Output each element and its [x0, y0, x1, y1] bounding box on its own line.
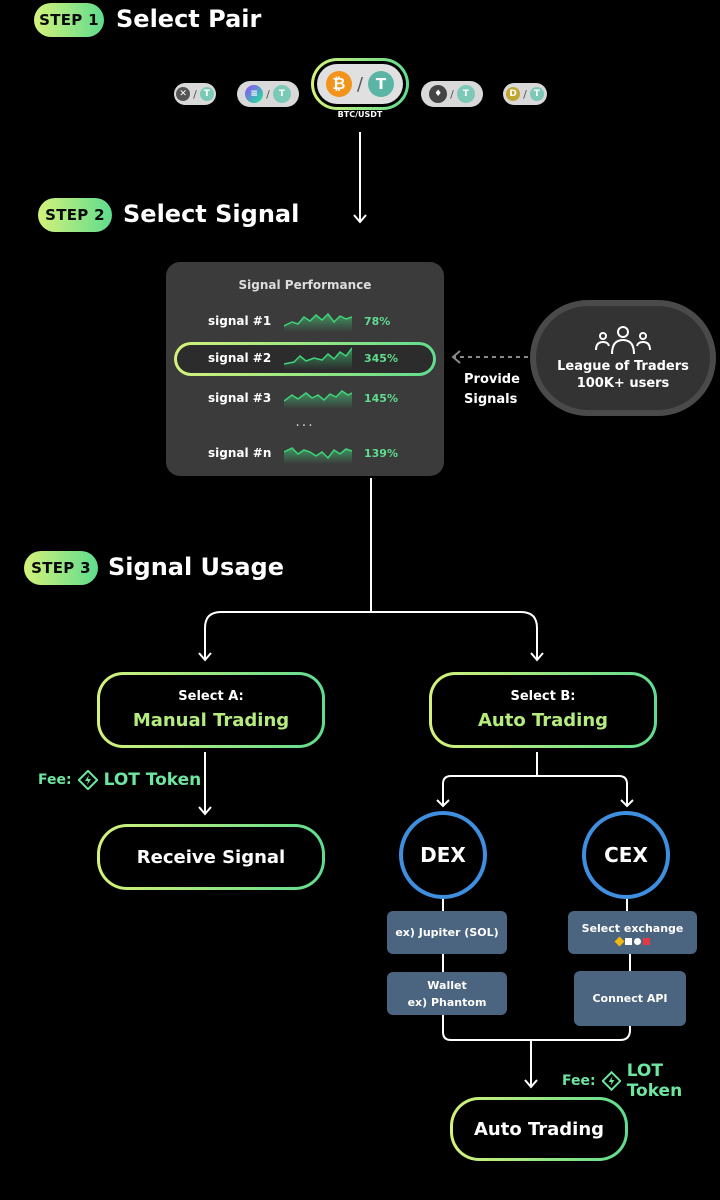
- cex-connect-api-box[interactable]: Connect API: [574, 971, 686, 1026]
- bybit-icon: [633, 938, 641, 945]
- selected-pair-label: BTC/USDT: [337, 110, 383, 119]
- step1-title: Select Pair: [116, 5, 262, 33]
- step3-title: Signal Usage: [108, 553, 284, 581]
- signal-percent: 145%: [364, 391, 398, 405]
- league-users: 100K+ users: [576, 376, 670, 391]
- pair-btc-usdt-selected[interactable]: ₿ / T: [311, 58, 409, 110]
- auto-trading-final-label: Auto Trading: [473, 1118, 605, 1140]
- cex-circle[interactable]: CEX: [582, 811, 670, 899]
- auto-trading-final-box[interactable]: Auto Trading: [450, 1097, 628, 1161]
- pair-separator: /: [356, 73, 364, 95]
- sparkline: [284, 447, 352, 464]
- cex-select-exchange-box[interactable]: Select exchange: [568, 911, 697, 954]
- usdt-icon: T: [529, 87, 544, 101]
- eth-icon: ♦: [429, 85, 448, 103]
- doge-icon: D: [506, 87, 521, 101]
- fee-manual: Fee: LOT Token: [38, 770, 201, 790]
- xrp-icon: ✕: [176, 87, 191, 101]
- signal-name: signal #n: [208, 446, 272, 460]
- step2-title: Select Signal: [123, 200, 300, 228]
- lot-token-icon: [601, 1071, 621, 1091]
- signal-row-2-selected[interactable]: signal #2 345%: [174, 342, 436, 376]
- usdt-icon: T: [368, 71, 395, 97]
- fee-label: Fee:: [562, 1073, 596, 1089]
- usdt-icon: T: [456, 85, 475, 103]
- fee-auto: Fee: LOT Token: [562, 1061, 720, 1101]
- dex-circle[interactable]: DEX: [399, 811, 487, 899]
- sparkline: [284, 312, 352, 332]
- pair-sol-usdt[interactable]: ≡/T: [237, 81, 299, 107]
- lot-token-label: LOT Token: [626, 1061, 683, 1101]
- sparkline: [284, 347, 352, 370]
- users-icon: [595, 326, 651, 355]
- option-a-title: Manual Trading: [132, 710, 290, 731]
- receive-signal-box[interactable]: Receive Signal: [97, 824, 325, 890]
- pair-xrp-usdt[interactable]: ✕/T: [174, 83, 216, 105]
- pair-separator: /: [450, 87, 454, 101]
- step1-badge: STEP 1: [34, 3, 104, 37]
- lot-token-icon: [77, 770, 98, 790]
- dex-wallet-box[interactable]: Wallet ex) Phantom: [387, 972, 507, 1015]
- step3-badge: STEP 3: [24, 551, 98, 585]
- signal-name: signal #3: [208, 391, 272, 405]
- option-a-label: Select A:: [178, 689, 244, 704]
- signal-card-title: Signal Performance: [238, 278, 372, 292]
- btc-icon: ₿: [325, 71, 352, 97]
- signal-name: signal #2: [208, 351, 272, 365]
- pair-doge-usdt[interactable]: D/T: [503, 83, 547, 105]
- binance-icon: [614, 936, 624, 947]
- lot-token-label: LOT Token: [103, 770, 202, 790]
- fee-label: Fee:: [38, 772, 72, 788]
- signal-percent: 345%: [364, 352, 398, 365]
- pair-separator: /: [193, 87, 197, 101]
- signal-row-3[interactable]: signal #3 145%: [166, 383, 444, 413]
- receive-signal-label: Receive Signal: [136, 846, 286, 868]
- signal-percent: 78%: [364, 314, 391, 328]
- provide-signals-label: Provide Signals: [464, 372, 520, 407]
- sparkline: [284, 390, 352, 409]
- league-of-traders-badge: League of Traders 100K+ users: [530, 300, 716, 416]
- pair-separator: /: [266, 87, 270, 101]
- step2-badge: STEP 2: [38, 198, 112, 232]
- sol-icon: ≡: [245, 85, 264, 103]
- usdt-icon: T: [199, 87, 214, 101]
- option-a-manual-trading[interactable]: Select A: Manual Trading: [97, 672, 325, 748]
- option-b-auto-trading[interactable]: Select B: Auto Trading: [429, 672, 657, 748]
- usdt-icon: T: [272, 85, 291, 103]
- signal-ellipsis: ...: [295, 414, 315, 430]
- exchange-icons: [614, 936, 650, 947]
- dex-jupiter-box[interactable]: ex) Jupiter (SOL): [387, 911, 507, 954]
- signal-percent: 139%: [364, 446, 398, 460]
- option-b-title: Auto Trading: [477, 710, 609, 731]
- signal-row-1[interactable]: signal #1 78%: [166, 306, 444, 336]
- option-b-label: Select B:: [510, 689, 576, 704]
- pair-eth-usdt[interactable]: ♦/T: [421, 81, 483, 107]
- pair-separator: /: [523, 87, 527, 101]
- okx-icon: [624, 938, 632, 945]
- league-name: League of Traders: [557, 359, 689, 374]
- signal-name: signal #1: [208, 314, 272, 328]
- signal-performance-card: Signal Performance signal #1 78% signal …: [166, 262, 444, 476]
- signal-row-n[interactable]: signal #n 139%: [166, 438, 444, 468]
- exchange-icon: [642, 938, 650, 945]
